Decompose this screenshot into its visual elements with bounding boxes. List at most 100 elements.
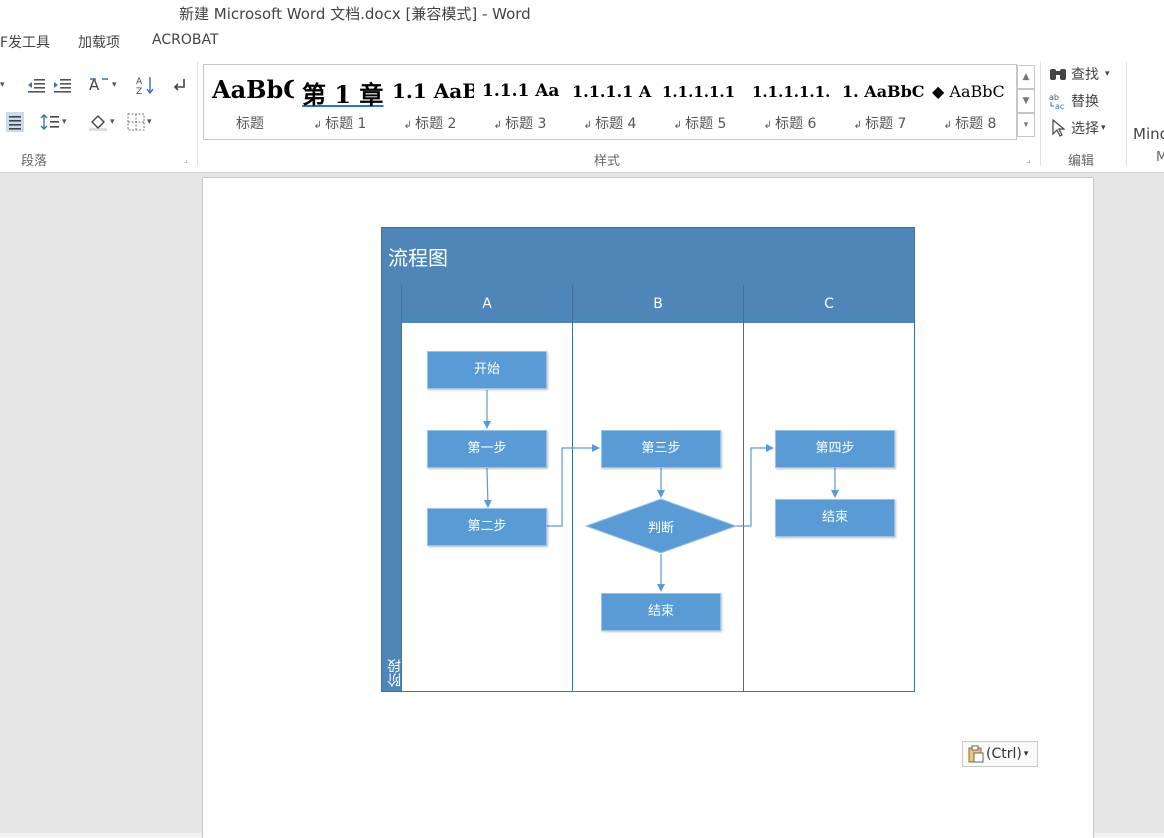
node-step-3[interactable]: 第三步 xyxy=(601,430,721,468)
tab-addins[interactable]: 加载项 xyxy=(78,35,120,51)
find-button[interactable]: 查找 ▾ xyxy=(1049,63,1110,85)
phase-column: 阶段 xyxy=(382,285,403,691)
chevron-down-icon: ▾ xyxy=(1023,749,1029,759)
mind-group-button[interactable]: Mind xyxy=(1133,125,1164,143)
paragraph-mark-icon: ↲ xyxy=(763,120,776,131)
style-preview: 1.1.1 Aa xyxy=(482,81,560,101)
style-name: ↲ 标题 7 xyxy=(853,116,907,132)
style-name: ↲ 标题 3 xyxy=(493,116,547,132)
chevron-down-icon: ▾ xyxy=(1105,69,1110,79)
style-name: ↲ 标题 6 xyxy=(763,116,817,132)
find-label: 查找 xyxy=(1071,67,1099,83)
style-title[interactable]: AaBbC 标题 xyxy=(206,69,294,132)
style-preview: 1.1 AaB xyxy=(392,79,474,103)
node-step-2[interactable]: 第二步 xyxy=(427,508,547,546)
style-preview: 1.1.1.1.1. xyxy=(752,83,831,101)
style-heading-6[interactable]: 1.1.1.1.1. ↲ 标题 6 xyxy=(746,69,834,132)
style-heading-4[interactable]: 1.1.1.1 A ↲ 标题 4 xyxy=(566,69,654,132)
connector-decision-step4 xyxy=(734,444,774,527)
justify-button[interactable] xyxy=(6,109,24,135)
gallery-scroll-down-button[interactable]: ▼ xyxy=(1017,89,1035,113)
node-step-1[interactable]: 第一步 xyxy=(427,430,547,468)
paragraph-mark-icon: ↲ xyxy=(583,120,596,131)
chevron-down-icon: ▾ xyxy=(112,80,117,90)
tab-acrobat[interactable]: ACROBAT xyxy=(152,32,219,48)
increase-indent-icon xyxy=(54,79,71,93)
paste-options-label: (Ctrl) xyxy=(986,746,1022,762)
sort-icon: A Z xyxy=(136,77,154,95)
binoculars-icon xyxy=(1049,65,1067,83)
paragraph-mark-icon: ↲ xyxy=(943,120,956,131)
shading-button[interactable]: ▾ xyxy=(88,109,115,135)
style-preview: ◆ AaBbC xyxy=(932,82,1005,101)
connectors xyxy=(483,390,839,592)
node-end-c[interactable]: 结束 xyxy=(775,499,895,537)
node-step-4[interactable]: 第四步 xyxy=(775,430,895,468)
borders-button[interactable]: ▾ xyxy=(127,109,152,135)
gallery-more-button[interactable]: ▾ xyxy=(1017,113,1035,137)
style-heading-8[interactable]: ◆ AaBbC ↲ 标题 8 xyxy=(926,69,1014,132)
paste-options-button[interactable]: (Ctrl) ▾ xyxy=(962,741,1038,767)
tab-developer[interactable]: F发工具 xyxy=(0,35,51,51)
style-heading-1[interactable]: 第 1 章 ↲ 标题 1 xyxy=(296,69,384,132)
style-name: ↲ 标题 8 xyxy=(943,116,997,132)
dialog-launcher-icon[interactable]: ⌟ xyxy=(184,155,188,164)
connector-step2-step3 xyxy=(547,444,600,527)
paragraph-mark-icon: ↲ xyxy=(313,120,326,131)
line-spacing-button[interactable]: ▾ xyxy=(40,109,67,135)
gallery-scroll-up-button[interactable]: ▲ xyxy=(1017,65,1035,89)
chevron-down-icon: ▾ xyxy=(147,117,152,127)
decrease-indent-icon xyxy=(28,79,45,93)
node-start[interactable]: 开始 xyxy=(427,351,547,389)
connector-step1-step2 xyxy=(483,467,492,508)
chevron-up-icon: ▲ xyxy=(1022,72,1030,82)
list-dropdown-button[interactable]: ▾ xyxy=(0,72,5,98)
dialog-launcher-icon[interactable]: ⌟ xyxy=(1027,155,1031,164)
svg-text:A: A xyxy=(136,77,143,87)
lane-a xyxy=(402,323,573,691)
style-preview: 1.1.1.1 A xyxy=(572,82,652,101)
increase-indent-button[interactable] xyxy=(52,72,72,98)
ribbon-tabs: F发工具 加载项 ACROBAT xyxy=(0,28,1164,56)
replace-label: 替换 xyxy=(1071,94,1099,110)
flowchart-title-bar: 流程图 xyxy=(382,228,914,286)
style-name: ↲ 标题 1 xyxy=(313,116,367,132)
paragraph-mark-icon: ↲ xyxy=(673,120,686,131)
swimlane-flowchart[interactable]: 流程图 阶段 A B C 判断 开始 第一步 第二步 第三步 结束 第四步 结束 xyxy=(381,227,915,692)
node-end-b[interactable]: 结束 xyxy=(601,593,721,631)
decrease-indent-button[interactable] xyxy=(26,72,46,98)
paragraph-mark-icon: ↲ xyxy=(403,120,416,131)
style-heading-2[interactable]: 1.1 AaB ↲ 标题 2 xyxy=(386,69,474,132)
select-button[interactable]: 选择 ▾ xyxy=(1049,117,1106,139)
style-name: ↲ 标题 4 xyxy=(583,116,637,132)
style-heading-5[interactable]: 1.1.1.1.1 ↲ 标题 5 xyxy=(656,69,744,132)
paragraph-group-label: 段落 xyxy=(21,154,48,169)
lane-header-a: A xyxy=(402,285,573,323)
decision-label: 判断 xyxy=(647,521,674,536)
style-preview: 1.1.1.1.1 xyxy=(662,83,736,101)
chevron-down-icon: ▾ xyxy=(110,117,115,127)
chevron-down-icon: ▾ xyxy=(62,117,67,127)
style-heading-7[interactable]: 1. AaBbC ↲ 标题 7 xyxy=(836,69,924,132)
chevron-down-icon: ▾ xyxy=(1101,123,1106,133)
lane-b xyxy=(573,323,744,691)
paragraph-mark-icon xyxy=(173,79,185,91)
chevron-down-icon: ▼ xyxy=(1022,96,1030,106)
show-marks-button[interactable] xyxy=(170,72,188,98)
style-name: ↲ 标题 2 xyxy=(403,116,457,132)
style-preview: 1. AaBbC xyxy=(842,82,924,101)
sort-button[interactable]: A Z xyxy=(135,72,155,98)
style-heading-3[interactable]: 1.1.1 Aa ↲ 标题 3 xyxy=(476,69,564,132)
svg-text:ac: ac xyxy=(1055,102,1064,110)
styles-group-label: 样式 xyxy=(594,154,621,169)
editing-group-label: 编辑 xyxy=(1068,154,1095,169)
justify-icon xyxy=(6,112,24,132)
chevron-down-icon: ▾ xyxy=(0,80,5,90)
decision-diamond xyxy=(584,498,738,554)
paint-bucket-icon xyxy=(89,115,107,131)
window-title: 新建 Microsoft Word 文档.docx [兼容模式] - Word xyxy=(179,5,531,23)
borders-icon xyxy=(127,113,145,131)
chinese-layout-button[interactable]: A ▾ xyxy=(88,72,117,98)
svg-text:ab: ab xyxy=(1049,93,1059,102)
